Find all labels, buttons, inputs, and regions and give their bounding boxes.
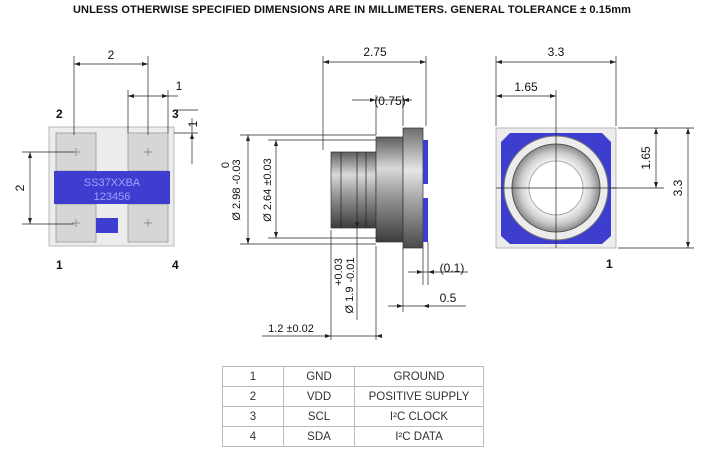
side-pad-top bbox=[423, 140, 428, 184]
dim-side-port-text: Ø 1.9 bbox=[344, 287, 356, 314]
top-view: 3.3 1.65 1.65 3.3 1 bbox=[495, 45, 694, 271]
dim-side-length-text: 2.75 bbox=[363, 45, 387, 59]
table-row: 2 VDD POSITIVE SUPPLY bbox=[222, 386, 484, 407]
table-row: 1 GND GROUND bbox=[222, 366, 484, 387]
dim-top-height: 3.3 bbox=[618, 127, 694, 249]
pin-function: I²C CLOCK bbox=[354, 406, 484, 427]
pin-number: 3 bbox=[222, 406, 284, 427]
dim-side-lip-text: 0.5 bbox=[440, 291, 457, 305]
pin-number: 1 bbox=[222, 366, 284, 387]
body-cylinder bbox=[375, 136, 404, 243]
marking-line1: SS37XXBA bbox=[84, 177, 141, 189]
dim-top-width: 3.3 bbox=[495, 45, 617, 126]
dim-top-height-text: 3.3 bbox=[671, 179, 685, 196]
pad-centers bbox=[72, 148, 152, 227]
pin-label-3: 3 bbox=[172, 107, 179, 121]
dim-side-port-upper: +0.03 bbox=[333, 258, 345, 286]
pin-function: GROUND bbox=[354, 366, 484, 387]
lid-cylinder bbox=[402, 127, 424, 249]
pin-name: SCL bbox=[283, 406, 355, 427]
side-view: 2.75 (0.75) Ø 2.98 -0.03 0 bbox=[220, 45, 468, 340]
dim-side-outer-upper: 0 bbox=[220, 162, 232, 168]
pin1-tab bbox=[96, 218, 118, 233]
dim-bottom-width-text: 2 bbox=[108, 48, 115, 62]
pin-number: 4 bbox=[222, 426, 284, 447]
dim-side-lip: 0.5 bbox=[388, 248, 466, 312]
dim-side-base: 1.2 ±0.02 bbox=[262, 323, 382, 338]
side-pad-bottom bbox=[423, 198, 428, 242]
dim-side-gap: (0.1) bbox=[408, 242, 468, 285]
dim-side-port: Ø 1.9 +0.03 -0.01 bbox=[330, 152, 377, 340]
dim-top-half-width: 1.65 bbox=[496, 80, 557, 128]
pin-table: 1 GND GROUND 2 VDD POSITIVE SUPPLY 3 SCL… bbox=[222, 366, 484, 447]
pin-label-2: 2 bbox=[56, 107, 63, 121]
dim-side-gap-text: (0.1) bbox=[440, 261, 465, 275]
port-cylinder bbox=[330, 151, 377, 229]
dim-side-outer: Ø 2.98 -0.03 0 bbox=[220, 134, 376, 245]
table-row: 4 SDA I²C DATA bbox=[222, 426, 484, 447]
dim-top-width-text: 3.3 bbox=[548, 45, 565, 59]
marking-band bbox=[54, 171, 170, 204]
marking-line2: 123456 bbox=[94, 191, 131, 203]
dim-bottom-width: 2 bbox=[73, 48, 149, 135]
dim-side-length: 2.75 bbox=[322, 45, 427, 150]
dim-bottom-height: 2 bbox=[13, 151, 74, 225]
dim-bottom-pad-text-vert: 1 bbox=[186, 120, 200, 127]
dim-side-step: (0.75) bbox=[352, 94, 412, 135]
top-pin-label-1: 1 bbox=[606, 257, 613, 271]
dim-side-inner-text: Ø 2.64 ±0.03 bbox=[262, 158, 274, 222]
pin-name: GND bbox=[283, 366, 355, 387]
dim-bottom-height-text: 2 bbox=[13, 184, 27, 191]
dim-bottom-pad-text: 1 bbox=[176, 79, 183, 93]
dim-side-step-text: (0.75) bbox=[374, 94, 405, 108]
dim-side-base-text: 1.2 ±0.02 bbox=[268, 323, 314, 335]
table-row: 3 SCL I²C CLOCK bbox=[222, 406, 484, 427]
dim-bottom-pad: 1 1 bbox=[127, 79, 200, 164]
pin-label-1: 1 bbox=[56, 258, 63, 272]
dim-side-outer-text: Ø 2.98 -0.03 bbox=[231, 159, 243, 220]
dim-side-inner: Ø 2.64 ±0.03 bbox=[262, 139, 376, 239]
dim-top-half-width-text: 1.65 bbox=[514, 80, 538, 94]
header-note: UNLESS OTHERWISE SPECIFIED DIMENSIONS AR… bbox=[73, 4, 631, 16]
pin-number: 2 bbox=[222, 386, 284, 407]
pin-name: VDD bbox=[283, 386, 355, 407]
bottom-view: SS37XXBA 123456 2 3 1 4 2 1 1 bbox=[13, 48, 200, 272]
pin-function: POSITIVE SUPPLY bbox=[354, 386, 484, 407]
dim-top-half-height: 1.65 bbox=[612, 127, 664, 189]
dim-side-port-lower: -0.01 bbox=[345, 257, 357, 282]
pin-name: SDA bbox=[283, 426, 355, 447]
pin-function: I²C DATA bbox=[354, 426, 484, 447]
dim-top-half-height-text: 1.65 bbox=[639, 146, 653, 170]
pin-label-4: 4 bbox=[172, 258, 179, 272]
